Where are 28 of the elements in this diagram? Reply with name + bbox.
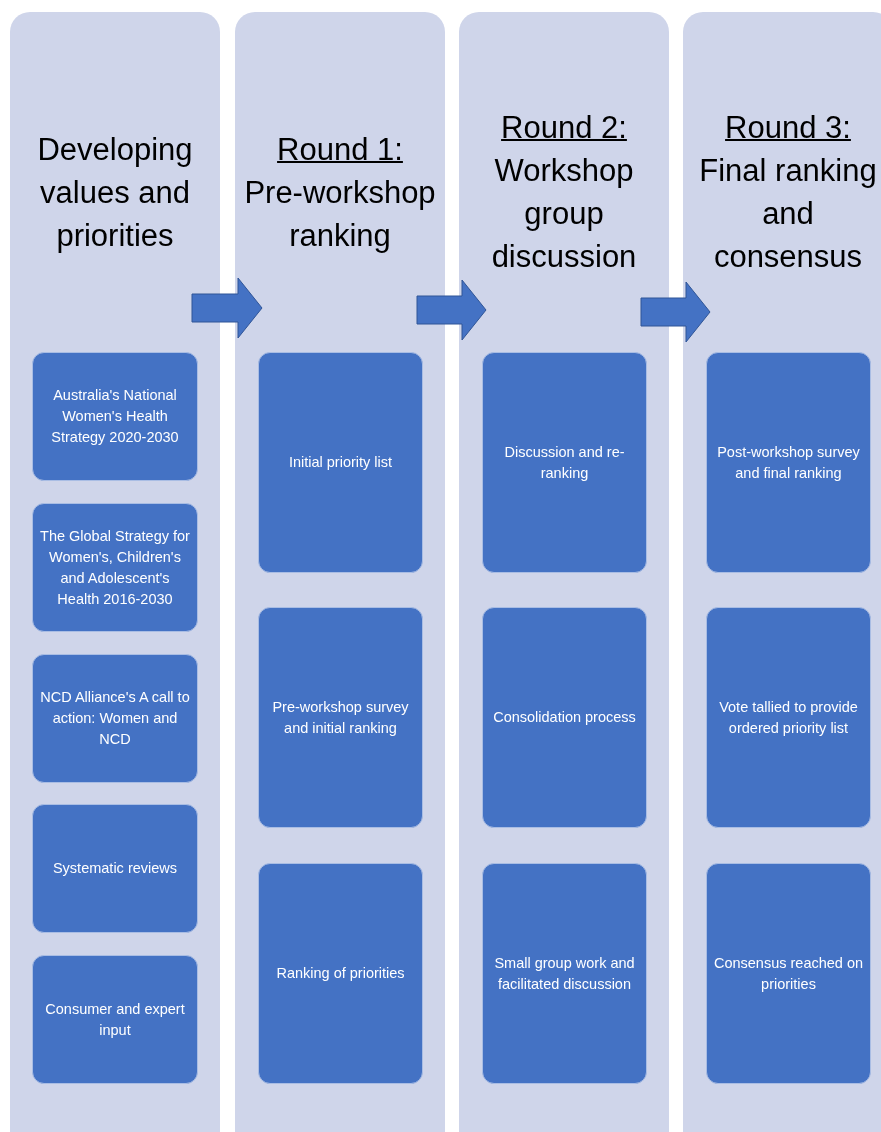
round-heading: Round 2:	[500, 109, 628, 147]
step-box: Discussion and re-ranking	[482, 352, 647, 573]
step-box: The Global Strategy for Women's, Children's and Adolescent's Health 2016-2030	[32, 503, 198, 632]
step-box: Systematic reviews	[32, 804, 198, 933]
step-box: Ranking of priorities	[258, 863, 423, 1084]
step-box: Post-workshop survey and final ranking	[706, 352, 871, 573]
block-arrow	[416, 279, 487, 341]
stage-column	[235, 12, 445, 1132]
step-box: Vote tallied to provide ordered priority list	[706, 607, 871, 828]
step-box: NCD Alliance's A call to action: Women and NCD	[32, 654, 198, 783]
step-box: Consumer and expert input	[32, 955, 198, 1084]
round-heading: Round 1:	[276, 130, 404, 169]
stage-title: Workshop group discussion	[490, 152, 638, 276]
stage-column	[459, 12, 669, 1132]
stage-title: Final ranking and consensus	[698, 152, 878, 276]
step-box: Australia's National Women's Health Strategy 2020-2030	[32, 352, 198, 481]
stage-title: Pre-workshop ranking	[243, 173, 437, 255]
stage-column	[10, 12, 220, 1132]
step-box: Consensus reached on priorities	[706, 863, 871, 1084]
block-arrow	[640, 281, 711, 343]
round-heading: Round 3:	[724, 109, 852, 147]
step-box: Initial priority list	[258, 352, 423, 573]
block-arrow	[191, 277, 263, 339]
step-box: Small group work and facilitated discussion	[482, 863, 647, 1084]
stage-column	[683, 12, 881, 1132]
step-box: Consolidation process	[482, 607, 647, 828]
step-box: Pre-workshop survey and initial ranking	[258, 607, 423, 828]
stage-title: Developing values and priorities	[36, 130, 194, 255]
